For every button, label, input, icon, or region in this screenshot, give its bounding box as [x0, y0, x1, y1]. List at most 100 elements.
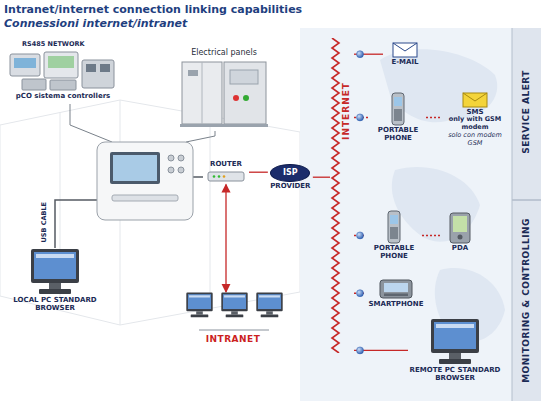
internet-band: INTERNET — [330, 38, 354, 353]
router-device: ROUTER — [203, 160, 249, 184]
network-link — [249, 172, 268, 173]
device-label: SMS — [466, 108, 483, 116]
device-icon — [379, 278, 413, 300]
device-label: PDA — [452, 244, 468, 252]
pc-symbol — [221, 293, 247, 318]
divider — [512, 200, 541, 201]
device-label: PORTABLE PHONE — [366, 244, 422, 261]
device-button — [168, 167, 174, 173]
phone-device: PORTABLE PHONE — [366, 210, 422, 261]
pc-symbol — [256, 293, 282, 318]
pda-device: PDA — [440, 212, 480, 252]
phone-icon — [386, 210, 402, 244]
smartphone-icon — [379, 278, 413, 300]
building-outline — [0, 100, 300, 325]
device-label: LOCAL PC STANDARD BROWSER — [10, 296, 100, 313]
device-icon — [390, 92, 406, 126]
intranet-pcs-icon — [181, 292, 285, 334]
device-label: ISP — [283, 168, 298, 178]
globe-dot — [357, 232, 364, 239]
device-label: SMARTPHONE — [369, 300, 424, 308]
remote-pc: REMOTE PC STANDARD BROWSER — [408, 318, 502, 383]
device-note: solo con modem GSM — [440, 132, 510, 148]
pc-symbol — [31, 249, 79, 294]
intranet-group: INTRANET — [180, 292, 286, 345]
pc-symbol — [186, 293, 212, 318]
envelope-icon — [392, 42, 418, 58]
building-outline — [60, 100, 210, 325]
side-bar — [512, 28, 541, 401]
web-gateway-device — [97, 142, 193, 220]
device-note: only with GSM modem — [440, 116, 510, 132]
wire — [70, 104, 112, 142]
device-icon — [8, 50, 118, 92]
sms-envelope-icon — [462, 92, 488, 108]
pda-icon — [448, 212, 472, 244]
wire — [186, 131, 215, 142]
continent — [392, 167, 480, 242]
device-body — [97, 142, 193, 220]
device-icon — [448, 212, 472, 244]
router-icon — [206, 168, 246, 184]
section-label: SERVICE ALERT — [521, 70, 531, 154]
device-label: pCO sistema controllers — [16, 92, 111, 100]
device-icon — [181, 292, 285, 334]
globe-dot — [357, 51, 364, 58]
isp-provider: ISPPROVIDER — [268, 164, 313, 190]
device-label: PORTABLE PHONE — [370, 126, 426, 143]
device-label: ROUTER — [210, 160, 242, 168]
globe-dot — [357, 290, 364, 297]
device-button — [178, 167, 184, 173]
local-pc: LOCAL PC STANDARD BROWSER — [10, 248, 100, 313]
wireless-link — [426, 117, 440, 119]
side-bar — [512, 28, 541, 401]
building-outline — [0, 100, 300, 325]
usb-cable — [55, 200, 97, 248]
device-icon — [425, 318, 485, 366]
panel-group: Electrical panels — [178, 48, 270, 128]
pc-icon — [25, 248, 85, 296]
electrical-panel-icon — [178, 58, 270, 128]
continent — [380, 49, 497, 122]
section-label: MONITORING & CONTROLLING — [521, 218, 531, 383]
pc-icon — [425, 318, 485, 366]
device-slot — [112, 195, 178, 201]
divider — [512, 28, 513, 401]
device-screen — [110, 152, 160, 184]
network-link — [313, 177, 330, 178]
sms-device: SMSonly with GSM modemsolo con modem GSM — [440, 92, 510, 148]
subtitle: Connessioni internet/intranet — [4, 17, 187, 30]
phone-device: PORTABLE PHONE — [370, 92, 426, 143]
cable-label: USB CABLE — [40, 202, 48, 243]
device-label: INTRANET — [206, 334, 261, 345]
device-icon — [178, 58, 270, 128]
diagram-title: Intranet/internet connection linking cap… — [4, 3, 302, 16]
device-icon — [462, 92, 488, 108]
world-map — [300, 28, 512, 401]
device-button — [178, 155, 184, 161]
device-icon — [25, 248, 85, 296]
device-icon — [206, 168, 246, 184]
email-device: E-MAIL — [383, 42, 427, 66]
globe-dot — [357, 114, 364, 121]
device-label: Electrical panels — [191, 48, 257, 58]
controller-icons — [8, 50, 118, 92]
map-ground — [300, 28, 512, 401]
smartphone-device: SMARTPHONE — [366, 278, 426, 308]
globe-dot — [357, 347, 364, 354]
internet-zigzag — [332, 38, 339, 353]
isp-ellipse: ISP — [270, 164, 310, 182]
internet-zigzag — [330, 38, 342, 353]
device-icon — [386, 210, 402, 244]
phone-icon — [390, 92, 406, 126]
device-label: REMOTE PC STANDARD BROWSER — [408, 366, 502, 383]
device-label: E-MAIL — [391, 58, 418, 66]
device-button — [168, 155, 174, 161]
device-icon — [392, 42, 418, 58]
network-label: RS485 NETWORK — [22, 40, 85, 48]
network-link — [225, 184, 226, 292]
device-label: INTERNET — [341, 82, 352, 140]
wireless-link — [422, 235, 440, 237]
controller-group: pCO sistema controllers — [8, 50, 118, 100]
